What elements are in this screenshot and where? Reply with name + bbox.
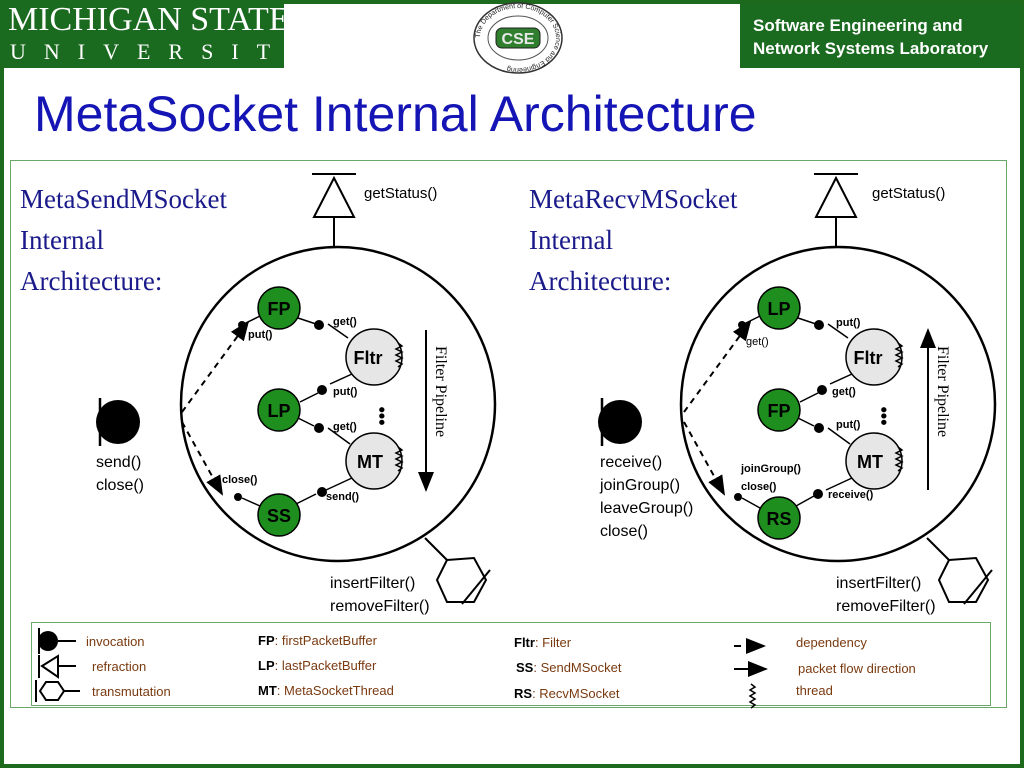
send-getstatus-label: getStatus() [364,185,437,202]
send-removefilter-label: removeFilter() [330,598,430,615]
send-invocation-icon [96,398,140,446]
recv-fltr-thread-icon [894,342,904,368]
diagram-box [10,160,1007,708]
recv-heading-line2: Internal [529,225,613,255]
legend-box [31,622,991,706]
legend-transmutation-icon [38,681,66,701]
recv-op-close: close() [600,523,648,540]
recv-put1-label: put() [836,317,861,329]
recv-get2-label: get() [832,386,856,398]
send-dots: ••• [372,407,392,426]
recv-node-fp [757,388,801,432]
send-refraction-icon [312,173,356,252]
lab-logo-line1: Software Engineering and [753,16,963,35]
lab-logo-line2: Network Systems Laboratory [753,39,989,58]
legend-invocation-icon [38,631,58,651]
send-node-mt-label: MT [357,452,383,472]
send-node-fp [257,286,301,330]
lab-logo: Software Engineering and Network Systems… [740,4,1020,68]
recv-node-mt [845,432,903,490]
recv-op-leavegroup: leaveGroup() [600,500,693,517]
legend-fltr: Fltr: Filter [514,635,572,650]
send-node-fltr-label: Fltr [354,348,383,368]
recv-node-lp [757,286,801,330]
send-op-close: close() [96,477,144,494]
recv-diagram: MetaRecvMSocket Internal Architecture: g… [529,173,997,615]
send-heading-line3: Architecture: [20,266,162,296]
legend-transmutation: transmutation [92,684,171,699]
recv-transmutation-icon [926,537,993,605]
send-op-send: send() [96,454,141,471]
legend-mt: MT: MetaSocketThread [258,683,394,698]
recv-op-receive: receive() [600,454,662,471]
legend-fp: FP: firstPacketBuffer [258,633,378,648]
recv-socket-circle [679,245,997,563]
send-node-lp [257,388,301,432]
recv-node-fltr-label: Fltr [854,348,883,368]
legend-rs: RS: RecvMSocket [514,686,620,701]
recv-node-lp-label: LP [767,299,790,319]
recv-op-joingroup: joinGroup() [599,477,680,494]
legend-packet-flow: packet flow direction [798,661,916,676]
send-insertfilter-label: insertFilter() [330,575,415,592]
recv-getstatus-label: getStatus() [872,185,945,202]
send-node-fltr [345,328,403,386]
recv-filter-pipeline-label: Filter Pipeline [934,346,951,437]
send-socket-circle [179,245,497,563]
msu-logo-line1: MICHIGAN STATE [8,1,290,38]
recv-dots: ••• [874,407,894,426]
send-heading-line1: MetaSendMSocket [20,184,227,214]
recv-removefilter-label: removeFilter() [836,598,936,615]
send-diagram: MetaSendMSocket Internal Architecture: g… [20,173,497,615]
legend: invocation refraction transmutation FP: … [35,628,916,709]
send-heading-line2: Internal [20,225,104,255]
msu-logo: MICHIGAN STATE UNIVERSITY [0,0,304,68]
recv-put2-label: put() [836,419,861,431]
send-node-mt [345,432,403,490]
legend-ss: SS: SendMSocket [516,660,622,675]
recv-receive-label: receive() [828,489,874,501]
legend-invocation: invocation [86,634,145,649]
recv-node-mt-label: MT [857,452,883,472]
cse-seal-text: CSE [502,31,535,48]
send-send-label: send() [326,491,359,503]
msu-logo-line2: UNIVERSITY [10,39,322,64]
send-node-ss [257,493,301,537]
legend-thread: thread [796,683,833,698]
send-filter-pipeline-label: Filter Pipeline [432,346,449,437]
legend-refraction: refraction [92,659,146,674]
legend-thread-icon [748,683,757,709]
recv-node-fltr [845,328,903,386]
cse-seal-logo: The Department of Computer Science and E… [473,2,563,74]
send-put-label: put() [248,329,273,341]
legend-refraction-icon [40,654,59,679]
recv-invocation-icon [598,398,642,446]
send-node-lp-label: LP [267,401,290,421]
send-node-fp-label: FP [267,299,290,319]
legend-lp: LP: lastPacketBuffer [258,658,377,673]
recv-node-rs-label: RS [766,509,791,529]
recv-mt-thread-icon [894,446,904,472]
page-title: MetaSocket Internal Architecture [34,86,757,142]
send-fltr-thread-icon [394,342,404,368]
send-transmutation-icon [424,537,491,605]
recv-refraction-icon [814,173,858,252]
recv-close-label: close() [741,481,777,493]
send-mt-thread-icon [394,446,404,472]
recv-heading-line1: MetaRecvMSocket [529,184,738,214]
send-node-ss-label: SS [267,506,291,526]
send-put2-label: put() [333,386,358,398]
recv-get-label: get() [746,336,769,348]
legend-dependency: dependency [796,635,867,650]
recv-joingroup-label: joinGroup() [740,463,801,475]
send-close-label: close() [222,474,258,486]
recv-insertfilter-label: insertFilter() [836,575,921,592]
send-get2-label: get() [333,421,357,433]
recv-node-fp-label: FP [767,401,790,421]
send-get1-label: get() [333,316,357,328]
recv-node-rs [757,496,801,540]
recv-heading-line3: Architecture: [529,266,671,296]
